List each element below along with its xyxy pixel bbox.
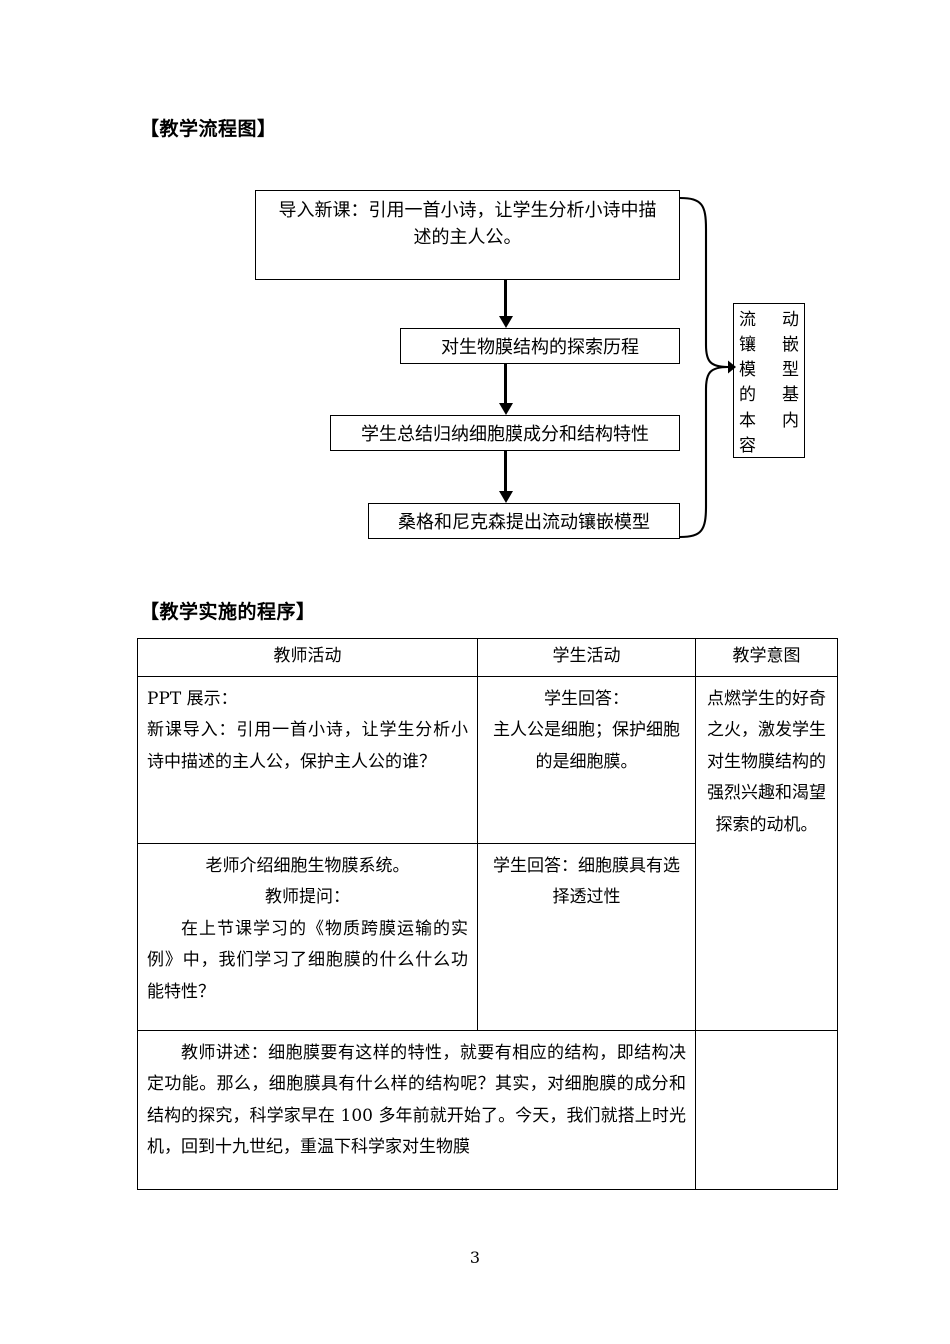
note-char: 嵌 (782, 335, 799, 356)
cell-line: 学生回答：细胞膜具有选择透过性 (493, 855, 680, 908)
cell-line: 教师提问： (265, 887, 350, 908)
flow-arrow-2 (504, 364, 507, 404)
note-char: 本 (739, 410, 756, 431)
flow-box-model: 桑格和尼克森提出流动镶嵌模型 (368, 503, 680, 539)
column-header-teaching-intent: 教学意图 (695, 638, 838, 677)
column-header-student-activity: 学生活动 (477, 638, 696, 677)
cell-student-activity-2: 学生回答：细胞膜具有选择透过性 (477, 842, 696, 1031)
teaching-flowchart: 导入新课：引用一首小诗，让学生分析小诗中描述的主人公。 对生物膜结构的探索历程 … (0, 0, 950, 580)
table-row: 老师介绍细胞生物膜系统。 教师提问： 在上节课学习的《物质跨膜运输的实例》中，我… (137, 842, 838, 1031)
note-row: 镶 嵌 (739, 333, 799, 358)
cell-teacher-activity-1: PPT 展示： 新课导入：引用一首小诗，让学生分析小诗中描述的主人公，保护主人公… (137, 675, 478, 844)
note-char: 镶 (739, 335, 756, 356)
cell-teacher-narrative: 教师讲述：细胞膜要有这样的特性，就要有相应的结构，即结构决定功能。那么，细胞膜具… (137, 1029, 696, 1190)
table-row: PPT 展示： 新课导入：引用一首小诗，让学生分析小诗中描述的主人公，保护主人公… (137, 675, 838, 1031)
flow-box-introduction-label: 导入新课：引用一首小诗，让学生分析小诗中描述的主人公。 (278, 200, 657, 248)
cell-teaching-intent: 点燃学生的好奇之火，激发学生对生物膜结构的强烈兴趣和渴望探索的动机。 (695, 675, 838, 1031)
cell-line: 点燃学生的好奇之火，激发学生对生物膜结构的强烈兴趣和渴望探索的动机。 (707, 688, 826, 835)
note-char: 型 (782, 360, 799, 381)
flow-arrow-3 (504, 451, 507, 492)
note-char: 基 (782, 385, 799, 406)
flow-box-summary: 学生总结归纳细胞膜成分和结构特性 (330, 415, 680, 451)
flow-box-exploration-label: 对生物膜结构的探索历程 (441, 336, 639, 358)
page-title-procedure: 【教学实施的程序】 (140, 601, 316, 623)
page-title-flowchart: 【教学流程图】 (140, 118, 277, 140)
flow-box-model-label: 桑格和尼克森提出流动镶嵌模型 (398, 511, 650, 533)
flowchart-note-box: 流 动 镶 嵌 模 型 的 基 本 内 容 (733, 303, 805, 458)
note-char: 流 (739, 310, 756, 330)
table-row: 教师讲述：细胞膜要有这样的特性，就要有相应的结构，即结构决定功能。那么，细胞膜具… (137, 1029, 838, 1190)
cell-line: PPT 展示： (147, 688, 238, 709)
flow-box-summary-label: 学生总结归纳细胞膜成分和结构特性 (361, 423, 649, 445)
note-row: 模 型 (739, 358, 799, 383)
note-row: 的 基 (739, 383, 799, 408)
flow-box-introduction: 导入新课：引用一首小诗，让学生分析小诗中描述的主人公。 (255, 190, 680, 280)
cell-line: 在上节课学习的《物质跨膜运输的实例》中，我们学习了细胞膜的什么什么功能特性？ (147, 918, 468, 1002)
cell-student-activity-1: 学生回答： 主人公是细胞；保护细胞的是细胞膜。 (477, 675, 696, 844)
page-number: 3 (469, 1248, 481, 1267)
note-char: 模 (739, 360, 756, 381)
cell-teacher-activity-2: 老师介绍细胞生物膜系统。 教师提问： 在上节课学习的《物质跨膜运输的实例》中，我… (137, 842, 478, 1031)
table-header-row: 教师活动 学生活动 教学意图 (137, 638, 838, 677)
flow-arrow-1 (504, 280, 507, 317)
teaching-procedure-table: 教师活动 学生活动 教学意图 PPT 展示： 新课导入：引用一首小诗，让学生分析… (137, 638, 838, 1190)
cell-text: 教师讲述：细胞膜要有这样的特性，就要有相应的结构，即结构决定功能。那么，细胞膜具… (147, 1042, 686, 1158)
note-char: 内 (782, 410, 799, 431)
note-row: 容 (739, 434, 799, 459)
cell-line: 老师介绍细胞生物膜系统。 (205, 855, 410, 876)
column-header-teacher-activity: 教师活动 (137, 638, 478, 677)
cell-teaching-intent-empty (695, 1029, 838, 1190)
cell-line: 学生回答： (544, 688, 629, 709)
cell-line: 主人公是细胞；保护细胞的是细胞膜。 (493, 720, 680, 772)
curly-brace-icon (676, 195, 736, 540)
note-row: 本 内 (739, 409, 799, 434)
cell-line: 新课导入：引用一首小诗，让学生分析小诗中描述的主人公，保护主人公的谁？ (147, 720, 468, 772)
note-char: 容 (739, 435, 756, 456)
note-char: 的 (739, 385, 756, 406)
note-row: 流 动 (739, 308, 799, 333)
flow-box-exploration: 对生物膜结构的探索历程 (400, 328, 680, 364)
note-char: 动 (782, 310, 799, 330)
